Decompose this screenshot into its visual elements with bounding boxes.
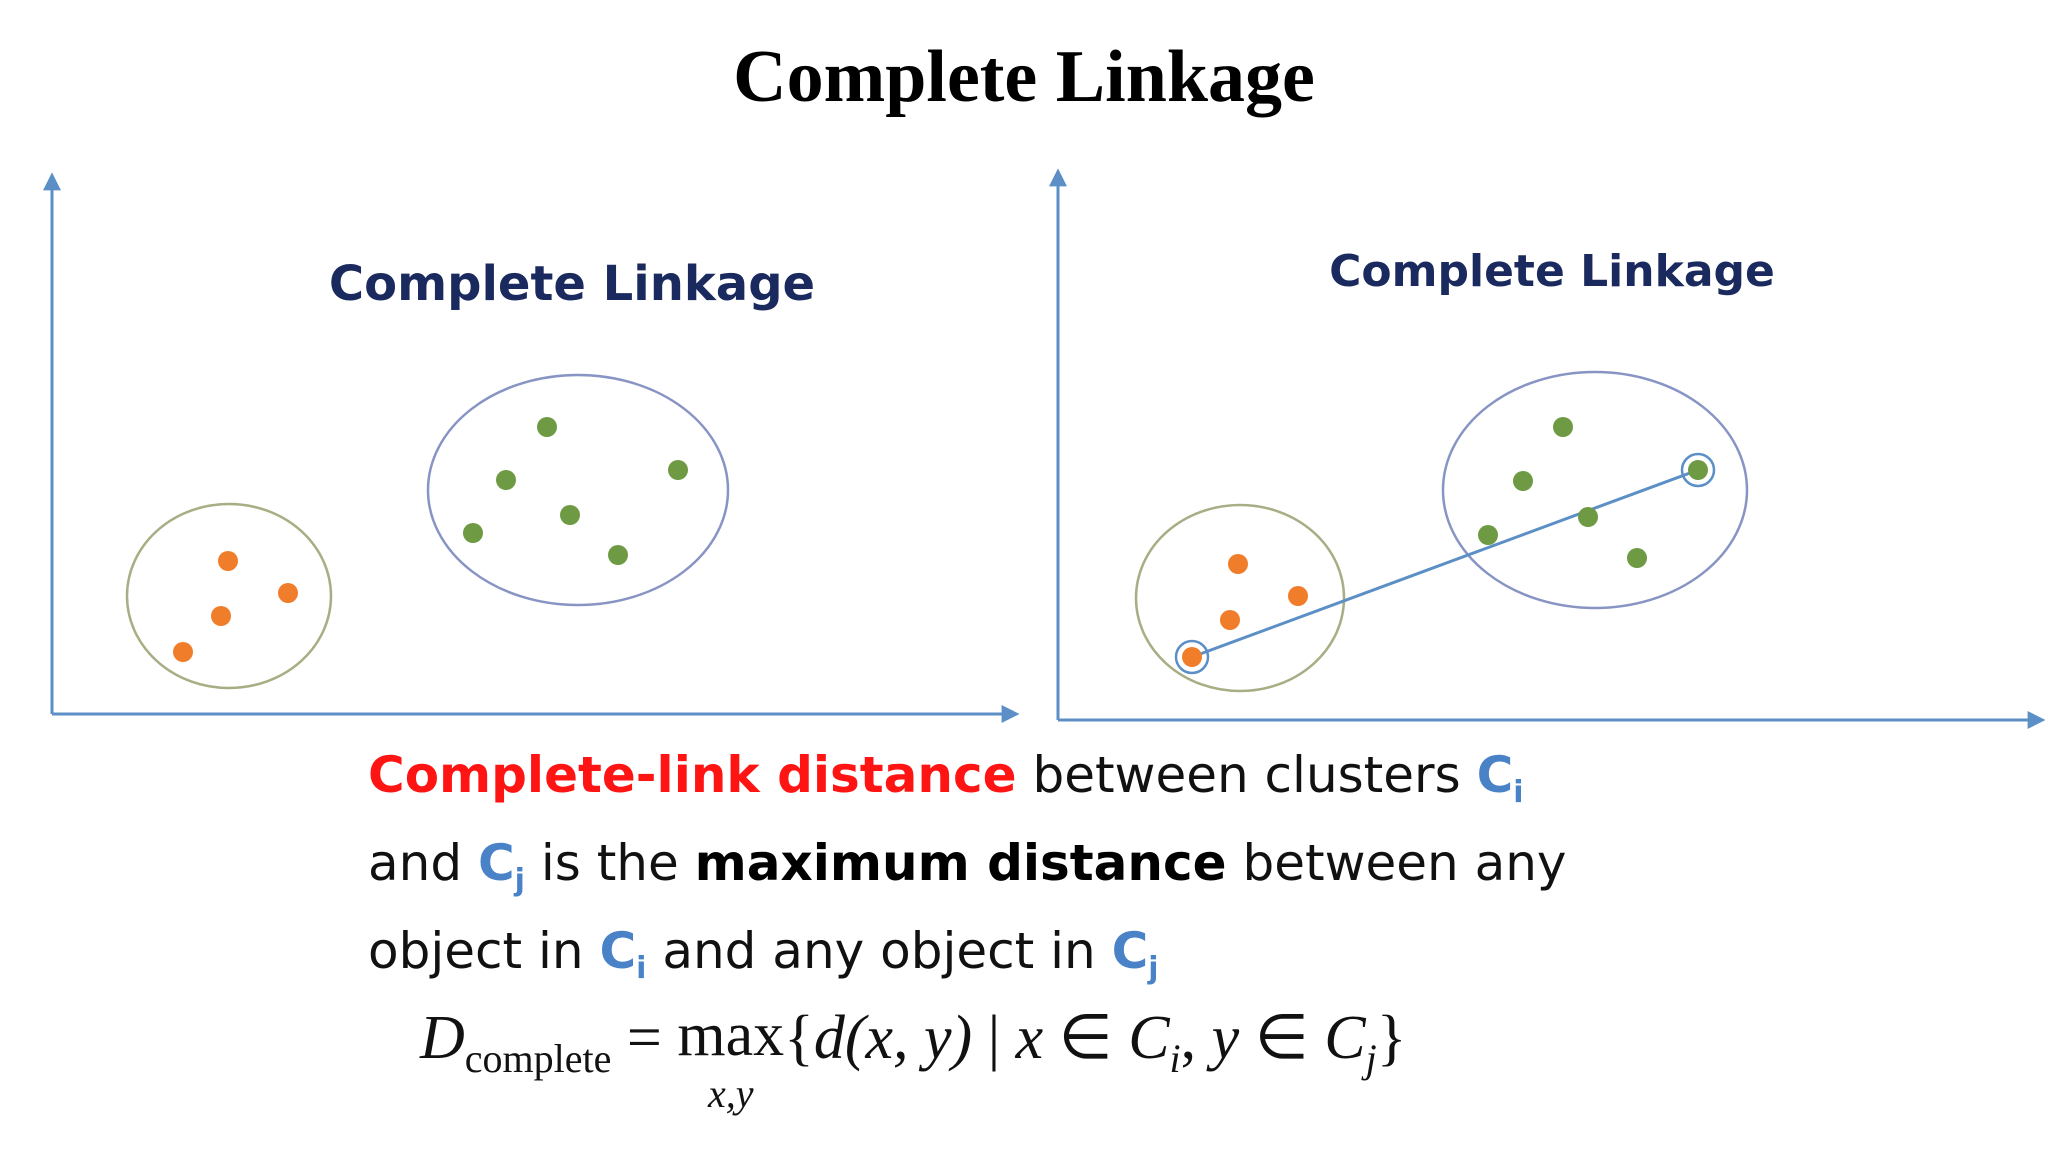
formula-max: max [677, 1001, 785, 1069]
cluster-subscript: j [1148, 951, 1159, 986]
formula-Ci: C [1128, 1004, 1170, 1072]
formula-close-brace: } [1376, 1004, 1407, 1072]
formula-args: (x, y) [844, 1004, 973, 1072]
definition-line-2: and Cj is the maximum distance between a… [368, 828, 1768, 916]
left-panel-title: Complete Linkage [329, 256, 815, 312]
formula-equals: = [611, 1004, 678, 1072]
definition-text-span: between clusters [1016, 746, 1477, 804]
complete-link-line [1191, 468, 1699, 659]
definition-text-span: is the [524, 834, 695, 892]
formula-D: D [420, 1004, 465, 1072]
maximum-distance-term: maximum distance [694, 834, 1227, 892]
page-title: Complete Linkage [733, 36, 1315, 118]
right-green-cluster-boundary [1441, 370, 1749, 610]
orange-point [1220, 610, 1240, 630]
formula-open-brace: { [784, 1004, 814, 1072]
cluster-cj-label: Cj [1111, 922, 1159, 986]
formula-bar: | [972, 1004, 1016, 1072]
formula-comma: , [1180, 1004, 1212, 1072]
cluster-ci-label: Ci [599, 922, 646, 986]
formula-element-of: ∈ [1239, 1004, 1325, 1072]
formula-max-subscript: x,y [707, 1071, 754, 1116]
orange-point-farthest [1182, 647, 1202, 667]
green-point [463, 523, 483, 543]
formula-Cj: C [1324, 1004, 1366, 1072]
cluster-letter: C [599, 922, 637, 980]
cluster-subscript: j [514, 863, 525, 898]
cluster-ci-label: Ci [1476, 746, 1524, 810]
definition-line-1: Complete-link distance between clusters … [368, 740, 1768, 828]
farthest-point-highlight-ring [1680, 452, 1716, 488]
green-point [1627, 548, 1647, 568]
green-point [608, 545, 628, 565]
formula-D-subscript: complete [464, 1036, 612, 1081]
green-point [1478, 525, 1498, 545]
definition-text-span: and any object in [646, 922, 1112, 980]
cluster-letter: C [477, 834, 515, 892]
formula-Cj-subscript: j [1365, 1036, 1377, 1081]
complete-link-distance-term: Complete-link distance [368, 746, 1017, 804]
left-panel: Complete Linkage [43, 172, 1020, 723]
definition-text-span: object in [368, 922, 600, 980]
cluster-subscript: i [1513, 775, 1524, 810]
green-point [560, 505, 580, 525]
left-orange-cluster-boundary [125, 502, 333, 690]
formula-y: y [1211, 1004, 1240, 1072]
orange-point [173, 642, 193, 662]
green-point [1578, 507, 1598, 527]
orange-point [1228, 554, 1248, 574]
cluster-letter: C [1476, 746, 1514, 804]
cluster-subscript: i [636, 951, 647, 986]
right-panel-title: Complete Linkage [1329, 246, 1775, 297]
orange-point [211, 606, 231, 626]
formula-x: x [1015, 1004, 1044, 1072]
green-point [1553, 417, 1573, 437]
definition-text-span: between any [1226, 834, 1567, 892]
cluster-letter: C [1111, 922, 1149, 980]
formula-d: d [813, 1004, 845, 1072]
formula-element-of: ∈ [1043, 1004, 1129, 1072]
green-point [496, 470, 516, 490]
definition-text: Complete-link distance between clusters … [368, 740, 1768, 1004]
right-panel: Complete Linkage [1049, 168, 2046, 729]
definition-text-span: and [368, 834, 478, 892]
left-green-cluster-boundary [426, 373, 730, 607]
orange-point [218, 551, 238, 571]
cluster-cj-label: Cj [477, 834, 525, 898]
farthest-point-highlight-ring [1174, 639, 1210, 675]
green-point [537, 417, 557, 437]
green-point [1513, 471, 1533, 491]
green-point-farthest [1688, 460, 1708, 480]
green-point [668, 460, 688, 480]
right-orange-cluster-boundary [1134, 503, 1346, 693]
formula-Ci-subscript: i [1169, 1036, 1181, 1081]
orange-point [278, 583, 298, 603]
orange-point [1288, 586, 1308, 606]
definition-line-3: object in Ci and any object in Cj [368, 916, 1768, 1004]
